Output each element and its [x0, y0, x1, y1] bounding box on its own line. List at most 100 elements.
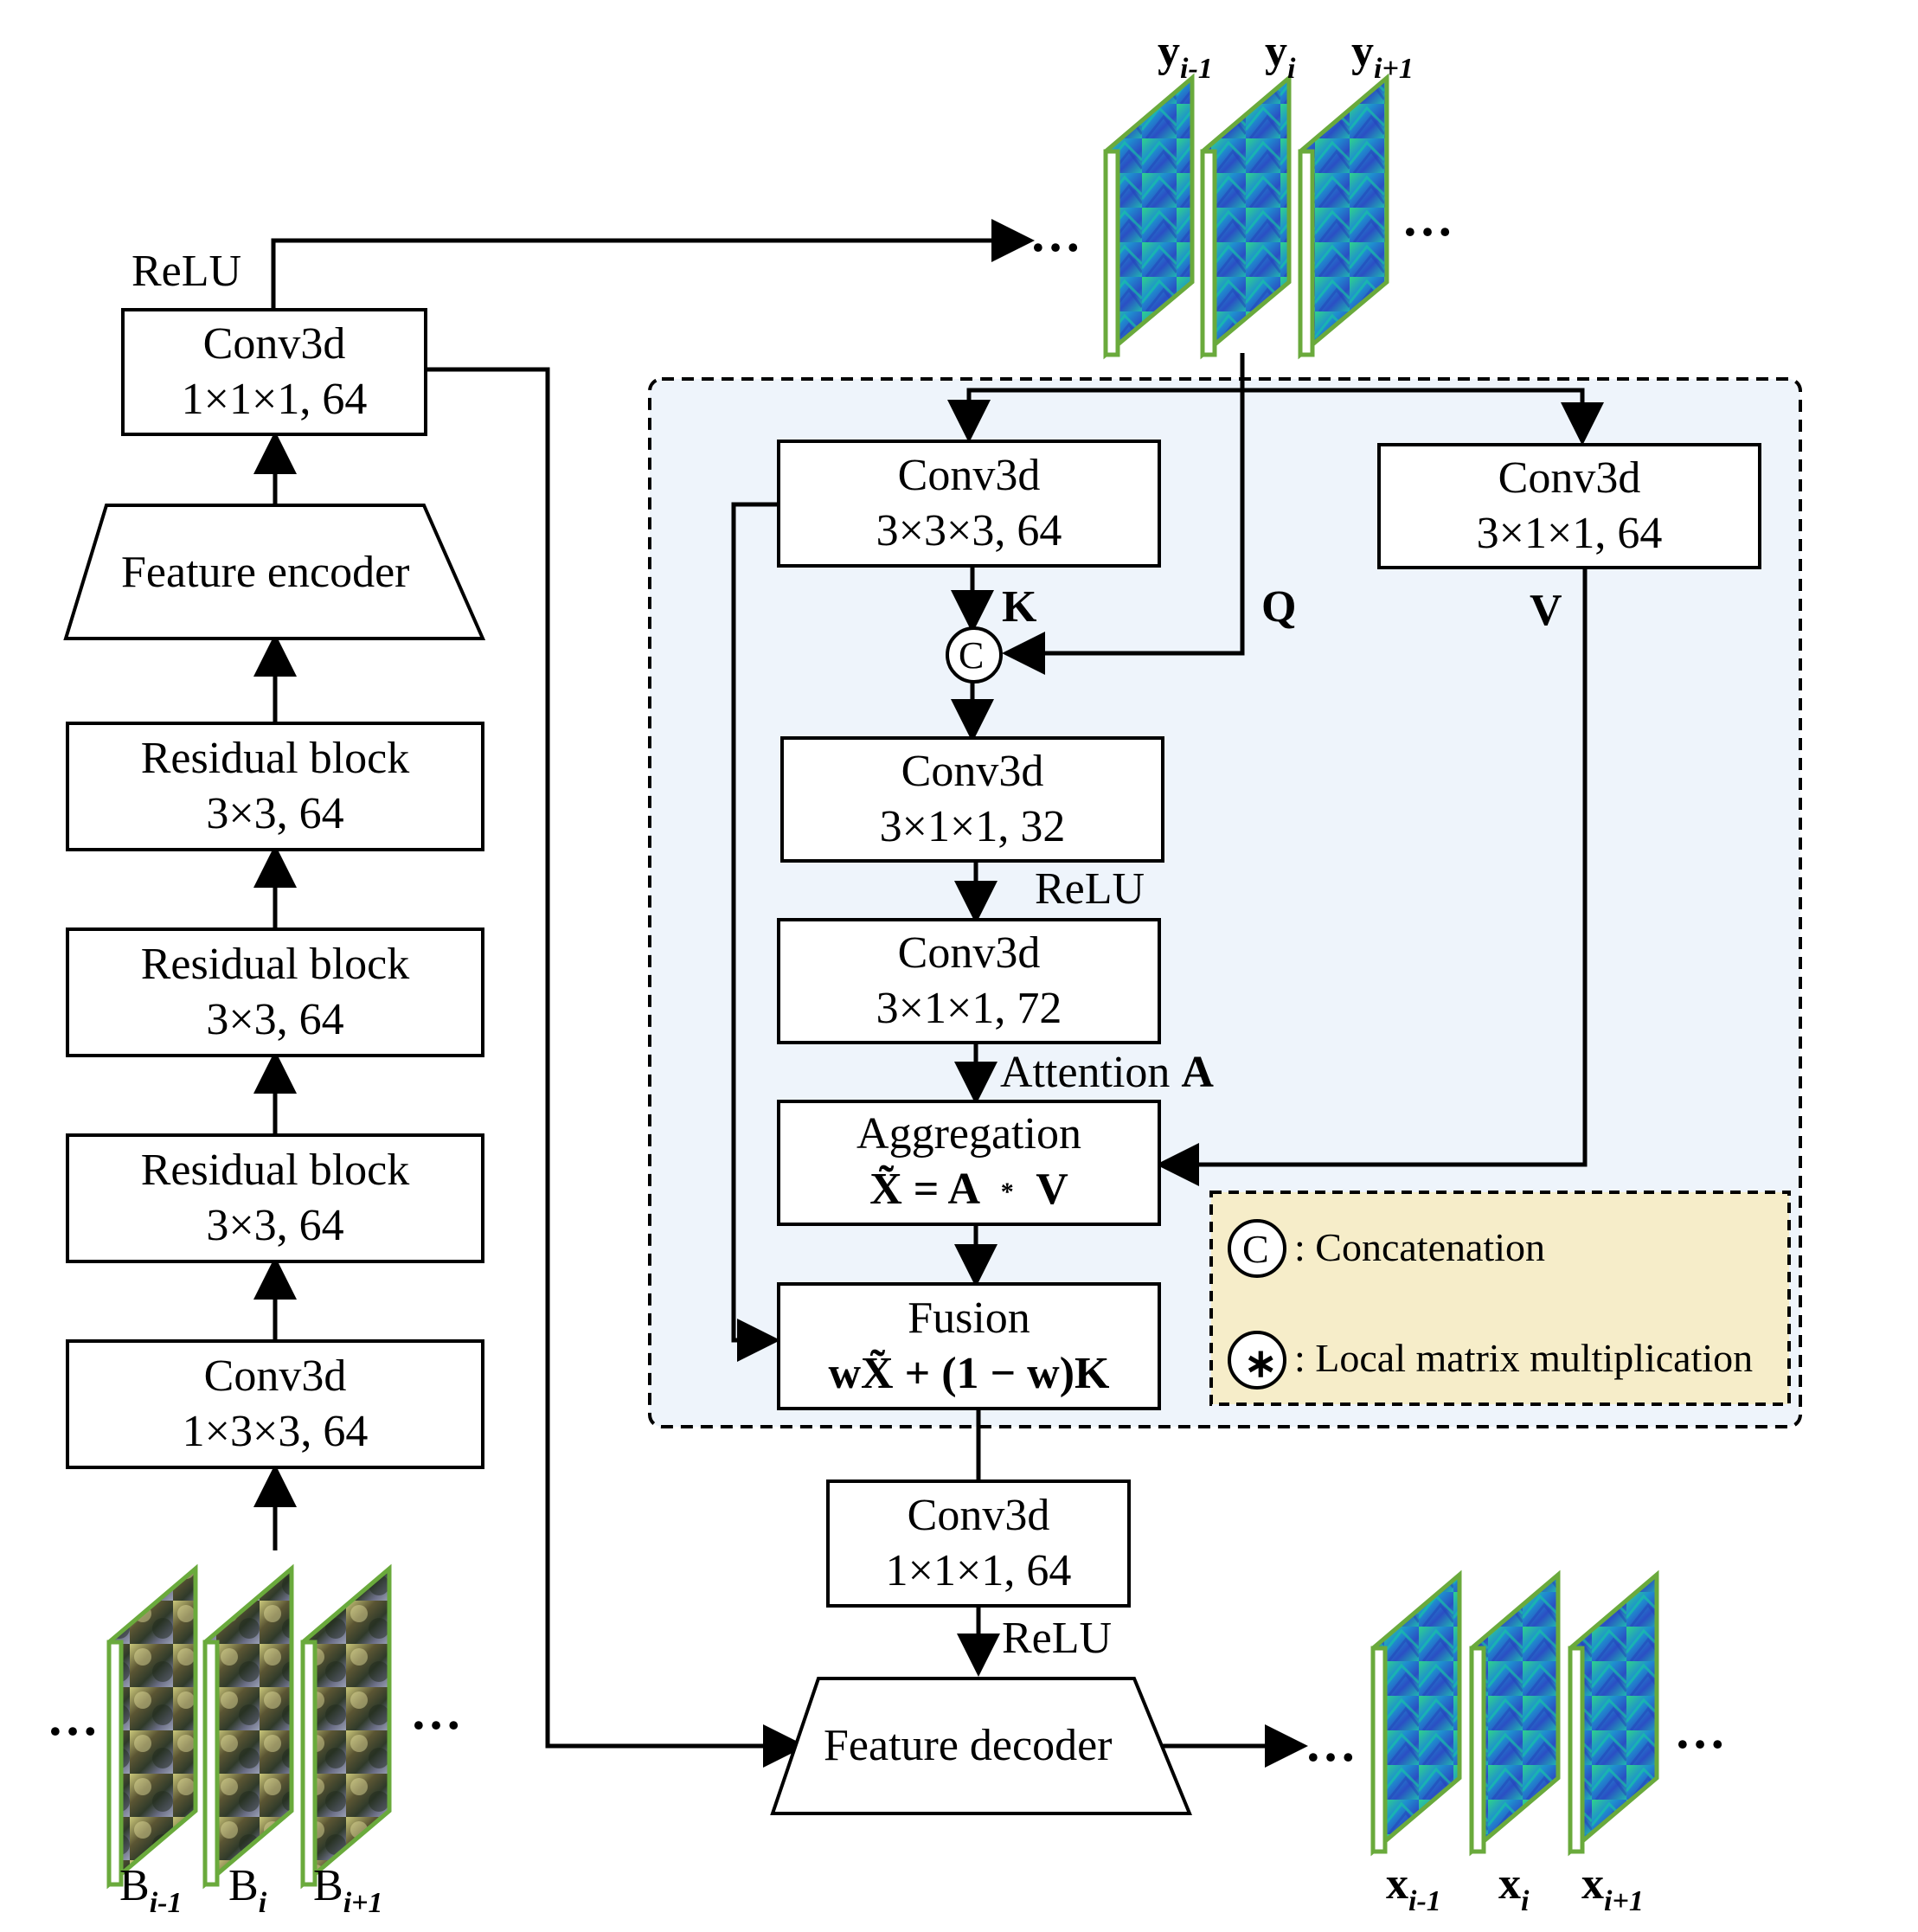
- attention-conv-72-spec: 3×1×1, 72: [876, 984, 1062, 1033]
- ellipsis-b-right: …: [410, 1683, 467, 1740]
- k-label: K: [1002, 582, 1037, 632]
- attention-conv-72-title: Conv3d: [897, 928, 1041, 978]
- feature-encoder-label: Feature encoder: [121, 548, 410, 597]
- arrow-top-split-v: [1242, 388, 1604, 446]
- attention-conv-k-spec: 3×3×3, 64: [876, 506, 1062, 555]
- encoder-conv-in-box: Conv3d 1×3×3, 64: [66, 1339, 484, 1469]
- aggregation-box: Aggregation X̃ = A * V: [777, 1100, 1161, 1226]
- legend-mult-text: : Local matrix multiplication: [1294, 1336, 1754, 1380]
- frame-x-curr: [1469, 1569, 1561, 1857]
- encoder-conv-out-box: Conv3d 1×1×1, 64: [121, 308, 427, 436]
- legend-concat-text: : Concatenation: [1294, 1225, 1545, 1269]
- label-x-prev-base: x: [1386, 1859, 1408, 1909]
- y-frames: [1103, 73, 1389, 360]
- label-y-curr: yi: [1265, 26, 1295, 95]
- residual-block-3: Residual block 3×3, 64: [66, 1133, 484, 1263]
- attention-conv-v-title: Conv3d: [1498, 453, 1641, 503]
- label-x-prev: xi-1: [1386, 1858, 1441, 1928]
- attention-conv-32-title: Conv3d: [901, 747, 1044, 796]
- label-b-next: Bi+1: [313, 1860, 383, 1929]
- label-y-next-base: y: [1351, 27, 1374, 76]
- feature-encoder-shape: [63, 504, 486, 640]
- frame-y-next: [1298, 73, 1389, 360]
- x-frames: [1370, 1569, 1659, 1857]
- arrow-q-to-concat: [1002, 353, 1245, 675]
- ellipsis-x-left: …: [1305, 1715, 1362, 1772]
- fusion-box: Fusion wX̃ + (1 − w)K: [777, 1282, 1161, 1410]
- label-b-prev: Bi-1: [119, 1860, 182, 1929]
- encoder-conv-in-spec: 1×3×3, 64: [182, 1407, 369, 1456]
- attention-conv-k-title: Conv3d: [897, 451, 1041, 500]
- label-b-next-sub: i+1: [343, 1887, 383, 1919]
- legend-concat-circle: [1228, 1219, 1286, 1278]
- attention-a-text: Attention: [1000, 1048, 1182, 1097]
- attention-relu-label: ReLU: [1035, 864, 1145, 914]
- label-y-prev: yi-1: [1158, 26, 1213, 95]
- label-x-prev-sub: i-1: [1408, 1885, 1441, 1917]
- ellipsis-y-left: …: [1030, 205, 1087, 262]
- frame-y-curr: [1200, 73, 1292, 360]
- fusion-title: Fusion: [908, 1293, 1030, 1343]
- residual-block-3-title: Residual block: [140, 1146, 410, 1195]
- arrow-relu-to-y: [271, 219, 1035, 309]
- label-y-curr-base: y: [1265, 27, 1287, 76]
- aggregation-formula-rhs: V: [1036, 1164, 1068, 1214]
- arrow-skip-to-decoder: [426, 367, 806, 1768]
- frame-y-prev: [1103, 73, 1195, 360]
- ellipsis-b-left: …: [47, 1689, 104, 1746]
- residual-block-1: Residual block 3×3, 64: [66, 722, 484, 851]
- label-b-prev-sub: i-1: [149, 1887, 183, 1919]
- label-x-curr-sub: i: [1521, 1885, 1530, 1917]
- residual-block-1-title: Residual block: [140, 734, 410, 783]
- fusion-formula: wX̃ + (1 − w)K: [828, 1349, 1110, 1398]
- aggregation-formula-lhs: X̃ = A: [869, 1164, 978, 1214]
- label-b-prev-base: B: [119, 1861, 150, 1910]
- label-y-next: yi+1: [1351, 26, 1414, 95]
- input-frames: [106, 1563, 392, 1890]
- q-label: Q: [1261, 582, 1297, 632]
- legend-concat-symbol: C: [1242, 1227, 1269, 1271]
- encoder-conv-out-title: Conv3d: [202, 319, 346, 369]
- attention-conv-32-box: Conv3d 3×1×1, 32: [780, 736, 1164, 863]
- legend-mult-circle: [1228, 1331, 1286, 1390]
- concat-symbol: C: [959, 634, 985, 677]
- aggregation-title: Aggregation: [856, 1108, 1081, 1159]
- label-b-curr: Bi: [228, 1860, 266, 1929]
- frame-b-prev: [106, 1563, 198, 1890]
- label-x-next-sub: i+1: [1604, 1885, 1644, 1917]
- residual-block-2-spec: 3×3, 64: [206, 995, 344, 1044]
- residual-block-2: Residual block 3×3, 64: [66, 927, 484, 1057]
- residual-block-3-spec: 3×3, 64: [206, 1201, 344, 1250]
- attention-conv-32-spec: 3×1×1, 32: [879, 802, 1066, 851]
- attention-a-symbol: A: [1181, 1048, 1214, 1097]
- label-x-curr: xi: [1498, 1858, 1529, 1928]
- residual-block-1-spec: 3×3, 64: [206, 789, 344, 838]
- label-x-next: xi+1: [1581, 1858, 1644, 1928]
- label-x-next-base: x: [1581, 1859, 1604, 1909]
- v-label: V: [1530, 586, 1562, 635]
- aggregation-formula: X̃ = A * V: [869, 1162, 1068, 1220]
- feature-decoder-shape: [770, 1677, 1192, 1815]
- label-y-prev-base: y: [1158, 27, 1180, 76]
- attention-conv-v-spec: 3×1×1, 64: [1476, 509, 1663, 558]
- encoder-conv-out-spec: 1×1×1, 64: [181, 375, 368, 424]
- residual-block-2-title: Residual block: [140, 940, 410, 989]
- concat-circle: [946, 626, 1003, 684]
- label-b-curr-base: B: [228, 1861, 259, 1910]
- decoder-conv-spec: 1×1×1, 64: [885, 1546, 1072, 1595]
- arrow-k-to-fusion: [731, 502, 780, 1362]
- frame-b-next: [300, 1563, 392, 1890]
- ellipsis-x-right: …: [1674, 1702, 1731, 1759]
- ellipsis-y-right: …: [1402, 189, 1459, 247]
- arrow-v-to-aggregation: [1156, 569, 1588, 1186]
- decoder-conv-box: Conv3d 1×1×1, 64: [826, 1479, 1131, 1608]
- attention-conv-k-box: Conv3d 3×3×3, 64: [777, 440, 1161, 568]
- legend-background: [1209, 1191, 1791, 1406]
- legend-mult-symbol: ∗: [1244, 1341, 1278, 1385]
- attention-conv-v-box: Conv3d 3×1×1, 64: [1377, 443, 1761, 569]
- decoder-relu-label: ReLU: [1002, 1614, 1113, 1663]
- label-b-curr-sub: i: [258, 1887, 267, 1919]
- frame-x-prev: [1370, 1569, 1462, 1857]
- label-y-prev-sub: i-1: [1180, 53, 1213, 85]
- label-b-next-base: B: [313, 1861, 343, 1910]
